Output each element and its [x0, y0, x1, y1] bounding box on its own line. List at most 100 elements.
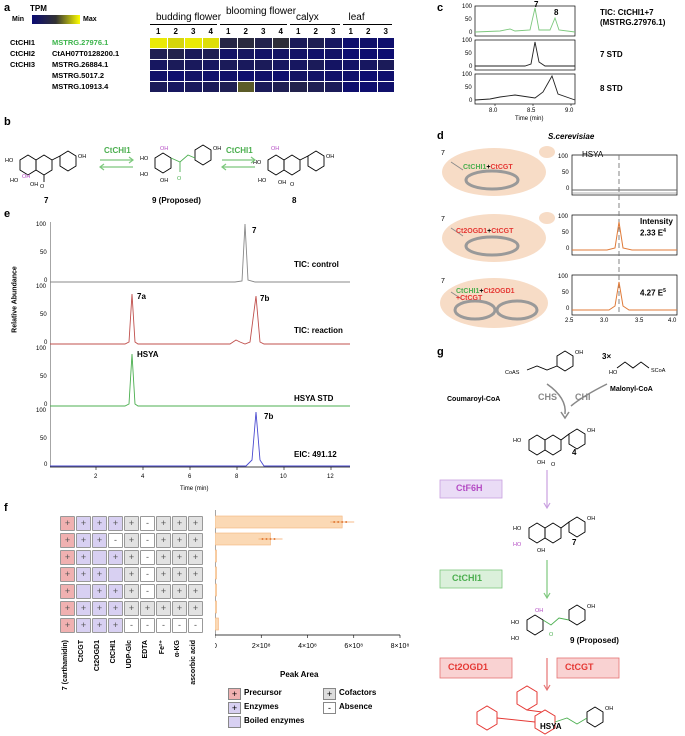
condition-cell: +: [108, 516, 123, 531]
tpm-legend-max: Max: [83, 16, 97, 23]
e-tick-4: 4: [141, 474, 145, 480]
panel-e-label: e: [4, 208, 11, 220]
c-trace3-name: 8 STD: [600, 84, 623, 93]
d1-y0: 0: [566, 186, 570, 192]
e-tick-8: 8: [235, 474, 239, 480]
trace-7-std: [475, 41, 575, 67]
f-bar: [215, 617, 219, 631]
f-data-point: [269, 538, 272, 540]
heatmap-cell: [150, 38, 167, 48]
heatmap-row-id: MSTRG.26884.1: [52, 60, 109, 69]
condition-cell: +: [108, 550, 123, 565]
heatmap-row-gene: CtCHI3: [10, 60, 36, 69]
heatmap-col-label: 3: [191, 27, 196, 36]
heatmap-cell: [360, 82, 377, 92]
compound-8-structure: [267, 150, 325, 176]
d-tick-3.0: 3.0: [600, 318, 609, 324]
condition-cell: +: [124, 584, 139, 599]
heatmap-cell: [290, 49, 307, 59]
compound-9-structure: [154, 144, 212, 174]
e3-y100: 100: [36, 346, 47, 352]
legend-enzymes-swatch: +: [228, 702, 241, 714]
condition-cell: +: [172, 516, 187, 531]
svg-text:OH: OH: [587, 516, 595, 522]
compound-7-pathway: [528, 516, 586, 544]
svg-text:O: O: [551, 462, 556, 468]
condition-cell: +: [124, 550, 139, 565]
c-y1-50: 50: [465, 17, 472, 23]
svg-text:OH: OH: [537, 548, 545, 554]
c-y1-100: 100: [462, 4, 473, 10]
heatmap-group-label: blooming flower: [226, 6, 297, 17]
c-tick-8.5: 8.5: [527, 108, 536, 114]
svg-text:O: O: [40, 184, 45, 190]
condition-label: CtCGT: [78, 640, 85, 663]
heatmap-cell: [167, 49, 184, 59]
svg-text:O: O: [177, 176, 182, 182]
heatmap-cell: [255, 49, 272, 59]
heatmap-cell: [167, 60, 184, 70]
g-chi: CHI: [575, 392, 591, 402]
svg-text:OH: OH: [326, 154, 334, 160]
e2-y100: 100: [36, 284, 47, 290]
condition-cell: +: [60, 601, 75, 616]
heatmap-cell: [290, 82, 307, 92]
panel-b-enzyme-2: CtCHI1: [226, 146, 253, 155]
condition-label: Fe²⁺: [159, 640, 166, 655]
condition-cell: +: [188, 533, 203, 548]
heatmap-cell: [220, 49, 237, 59]
condition-cell: +: [140, 601, 155, 616]
g-ctf6h: CtF6H: [456, 483, 483, 493]
c-trace1-name: TIC: CtCHI1+7: [600, 8, 654, 17]
heatmap-cell: [202, 60, 219, 70]
heatmap-cell: [290, 60, 307, 70]
condition-cell: -: [108, 533, 123, 548]
heatmap-group-bracket: [150, 24, 217, 25]
c-y2-0: 0: [469, 64, 473, 70]
e-tick-12: 12: [327, 474, 334, 480]
f-data-point: [265, 538, 268, 540]
g-ctchi1: CtCHI1: [452, 573, 483, 583]
heatmap-col-label: 2: [313, 27, 318, 36]
heatmap-cell: [360, 60, 377, 70]
d2-y100: 100: [558, 214, 569, 220]
d1-y50: 50: [562, 170, 569, 176]
condition-cell: +: [60, 533, 75, 548]
condition-cell: +: [172, 550, 187, 565]
panel-b-label-7: 7: [44, 196, 49, 205]
heatmap-cell: [307, 82, 324, 92]
d-intensity-2: 2.33 E4: [640, 228, 666, 238]
trace-tic-chi1: [474, 7, 576, 33]
heatmap-cell: [220, 60, 237, 70]
condition-cell: +: [124, 533, 139, 548]
panel-b-label: b: [4, 116, 11, 128]
condition-cell: +: [172, 601, 187, 616]
e-trace-name-hsya: HSYA STD: [294, 394, 334, 403]
condition-cell: [108, 567, 123, 582]
e1-y50: 50: [40, 250, 47, 256]
condition-label: α-KG: [174, 640, 181, 658]
c-trace1-sub: (MSTRG.27976.1): [600, 18, 666, 27]
g-compound-7: 7: [572, 538, 577, 547]
condition-cell: +: [92, 516, 107, 531]
f-xlabel: Peak Area: [280, 670, 319, 679]
heatmap-cell: [307, 49, 324, 59]
heatmap-col-label: 3: [383, 27, 388, 36]
e-trace-name-control: TIC: control: [294, 260, 339, 269]
svg-text:OH: OH: [213, 146, 221, 152]
condition-cell: [76, 584, 91, 599]
legend-absence: Absence: [339, 702, 373, 711]
condition-cell: +: [76, 567, 91, 582]
condition-cell: [92, 550, 107, 565]
d-tick-4.0: 4.0: [668, 318, 677, 324]
e-peak-7: 7: [252, 226, 257, 235]
heatmap-cell: [202, 49, 219, 59]
heatmap-cell: [202, 71, 219, 81]
heatmap-cell: [237, 49, 254, 59]
heatmap-cell: [272, 71, 289, 81]
svg-text:O: O: [549, 632, 554, 638]
heatmap-cell: [272, 49, 289, 59]
svg-text:CoAS: CoAS: [505, 370, 520, 376]
panel-b-enzyme-1: CtCHI1: [104, 146, 131, 155]
condition-cell: +: [156, 533, 171, 548]
